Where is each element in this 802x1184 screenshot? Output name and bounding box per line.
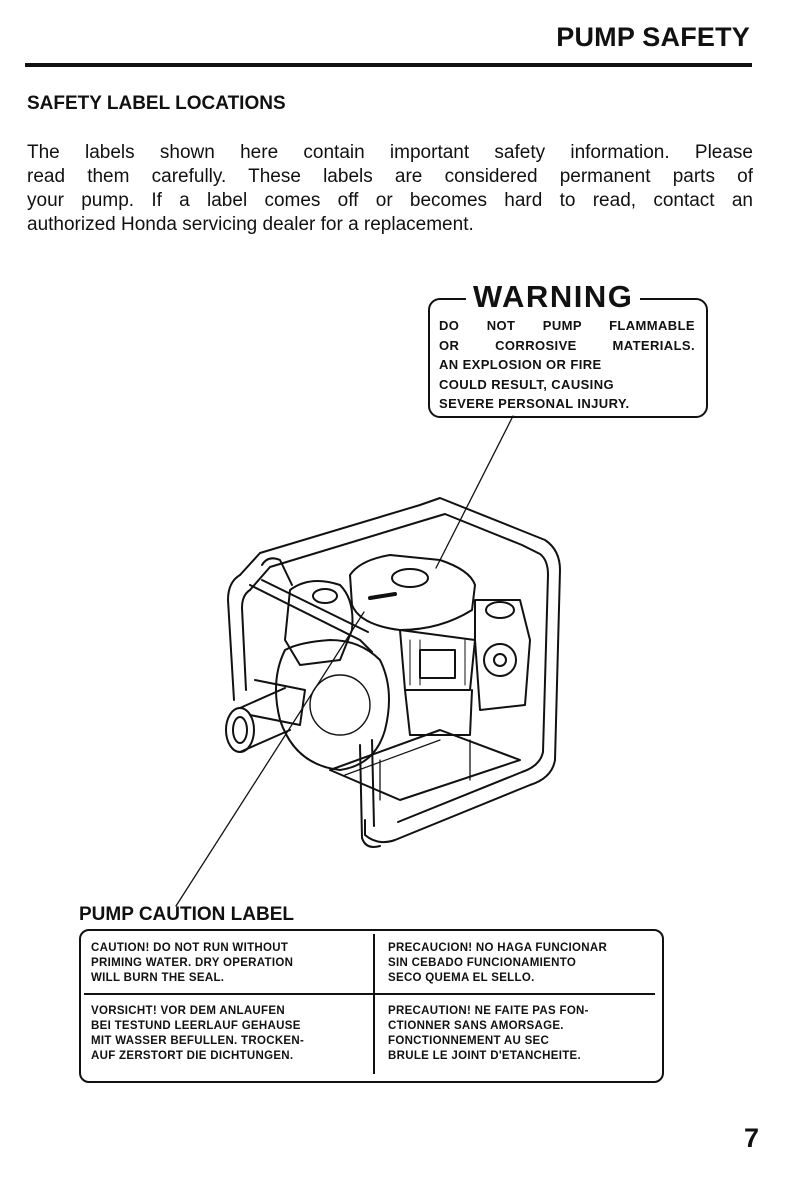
caution-line: VORSICHT! VOR DEM ANLAUFEN [91, 1005, 285, 1017]
intro-line: authorized Honda servicing dealer for a … [27, 214, 474, 235]
title-rule [25, 63, 752, 67]
caution-line: MIT WASSER BEFULLEN. TROCKEN- [91, 1035, 305, 1047]
caution-line: PRECAUCION! NO HAGA FUNCIONAR [388, 942, 608, 954]
caution-line: BEI TESTUND LEERLAUF GEHAUSE [91, 1020, 301, 1032]
intro-line: The labels shown here contain important … [27, 142, 753, 163]
caution-spanish: PRECAUCION! NO HAGA FUNCIONAR SIN CEBADO… [388, 941, 607, 986]
caution-line: BRULE LE JOINT D'ETANCHEITE. [388, 1050, 582, 1062]
warning-line: OR CORROSIVE MATERIALS. [439, 337, 695, 353]
caution-label-divider [84, 993, 655, 995]
caution-line: CTIONNER SANS AMORSAGE. [388, 1020, 564, 1032]
caution-line: AUF ZERSTORT DIE DICHTUNGEN. [91, 1050, 294, 1062]
caution-german: VORSICHT! VOR DEM ANLAUFEN BEI TESTUND L… [91, 1004, 304, 1064]
intro-paragraph: The labels shown here contain important … [27, 141, 753, 237]
warning-line: AN EXPLOSION OR FIRE [439, 357, 602, 372]
caution-label [79, 929, 664, 1083]
caution-english: CAUTION! DO NOT RUN WITHOUT PRIMING WATE… [91, 941, 293, 986]
caution-line: WILL BURN THE SEAL. [91, 972, 225, 984]
warning-label-title: WARNING [466, 279, 641, 315]
caution-line: PRIMING WATER. DRY OPERATION [91, 957, 294, 969]
caution-line: PRECAUTION! NE FAITE PAS FON- [388, 1005, 589, 1017]
warning-line: DO NOT PUMP FLAMMABLE [439, 318, 695, 333]
intro-line: your pump. If a label comes off or becom… [27, 190, 753, 211]
section-heading: SAFETY LABEL LOCATIONS [27, 93, 286, 114]
warning-line: COULD RESULT, CAUSING [439, 376, 614, 392]
warning-label-text: DO NOT PUMP FLAMMABLE OR CORROSIVE MATER… [439, 316, 695, 414]
intro-line: read them carefully. These labels are co… [27, 166, 753, 187]
caution-line: CAUTION! DO NOT RUN WITHOUT [91, 942, 289, 954]
caution-label-divider [373, 934, 375, 1074]
page-title: PUMP SAFETY [556, 22, 750, 52]
caution-line: SIN CEBADO FUNCIONAMIENTO [388, 957, 577, 969]
page-number: 7 [743, 1123, 759, 1153]
caution-line: FONCTIONNEMENT AU SEC [388, 1035, 550, 1047]
caution-label-heading: PUMP CAUTION LABEL [79, 904, 294, 925]
caution-french: PRECAUTION! NE FAITE PAS FON- CTIONNER S… [388, 1004, 589, 1064]
warning-line: SEVERE PERSONAL INJURY. [439, 396, 630, 411]
caution-line: SECO QUEMA EL SELLO. [388, 972, 535, 984]
